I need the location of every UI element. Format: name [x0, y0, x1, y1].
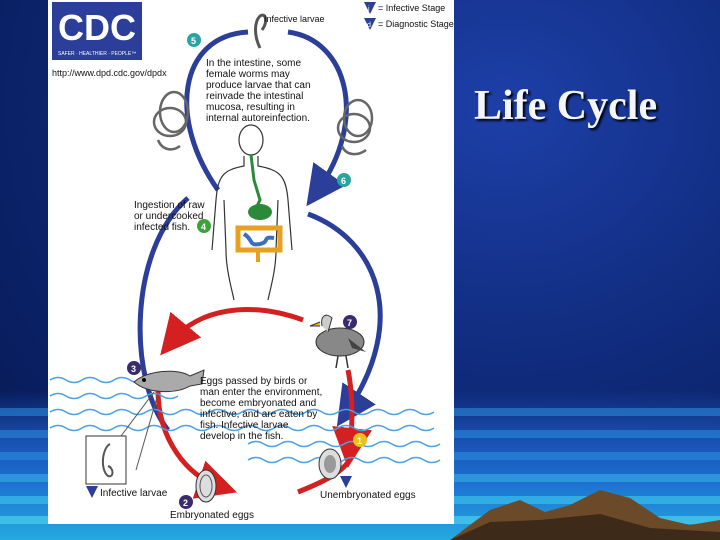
stomach — [248, 204, 272, 220]
ingestion-description: Ingestion of raw or undercooked infected… — [134, 200, 205, 233]
ingestion-text-line: Ingestion of raw — [134, 200, 205, 211]
intestine-text-line: internal autoreinfection. — [206, 113, 310, 124]
label-infective-larvae-top: Infective larvae — [264, 14, 325, 24]
unembryonated-egg — [318, 448, 342, 480]
larvae-inset-box — [85, 435, 127, 485]
label-infective-larvae-bottom: Infective larvae — [100, 488, 168, 499]
intestine-text-line: In the intestine, some — [206, 58, 301, 69]
legend-infective-marker: i — [368, 6, 370, 13]
coiled-worm-right — [336, 98, 374, 156]
label-embryonated-eggs: Embryonated eggs — [170, 510, 254, 521]
blue-arrow-autoinfection-right — [287, 29, 349, 207]
step-marker-7: 7 — [343, 315, 357, 329]
step-marker-1: 1 — [353, 433, 367, 447]
step-marker-6: 6 — [337, 173, 351, 187]
small-intestine — [242, 232, 275, 247]
legend-diagnostic-marker: d — [367, 22, 371, 29]
larvae-inset-worm — [102, 443, 114, 478]
diagram-svg: CDC SAFER · HEALTHIER · PEOPLE™ http://w… — [49, 2, 454, 521]
intestine-text-line: female worms may — [206, 69, 290, 80]
intestine-text-line: reinvade the intestinal — [206, 91, 303, 102]
legend: i = Infective Stage d = Diagnostic Stage — [364, 2, 454, 30]
island-mountain — [450, 490, 720, 540]
eggs-text-line: man enter the environment, — [200, 387, 322, 398]
cdc-url: http://www.dpd.cdc.gov/dpdx — [52, 68, 167, 78]
bird-illustration — [309, 314, 366, 369]
slide-title: Life Cycle — [474, 83, 658, 129]
legend-diagnostic-label: = Diagnostic Stage — [378, 19, 454, 29]
legend-infective-label: = Infective Stage — [378, 3, 445, 13]
blue-arrow-left-loop — [137, 196, 190, 432]
svg-text:4: 4 — [201, 222, 206, 232]
svg-text:3: 3 — [131, 364, 136, 374]
svg-text:5: 5 — [191, 36, 196, 46]
intestine-text-line: produce larvae that can — [206, 80, 311, 91]
blue-arrow-autoinfection-left — [184, 29, 249, 192]
cdc-logo-tagline: SAFER · HEALTHIER · PEOPLE™ — [58, 51, 136, 57]
water-waves — [49, 376, 441, 464]
eggs-text-line: fish. Infective larvae — [200, 420, 289, 431]
ingestion-text-line: or undercooked — [134, 211, 204, 222]
blue-arrow-right-loop — [307, 211, 383, 427]
cdc-logo: CDC SAFER · HEALTHIER · PEOPLE™ — [52, 2, 142, 60]
eggs-text-line: become embryonated and — [200, 398, 316, 409]
large-intestine — [235, 225, 283, 253]
eggs-description: Eggs passed by birds or man enter the en… — [200, 376, 322, 442]
human-body-outline — [211, 124, 293, 301]
fish-illustration — [133, 369, 205, 392]
life-cycle-diagram: CDC SAFER · HEALTHIER · PEOPLE™ http://w… — [48, 0, 454, 524]
svg-text:7: 7 — [347, 318, 352, 328]
eggs-text-line: develop in the fish. — [200, 431, 283, 442]
fish-larvae-pointer — [117, 391, 159, 471]
infective-larvae-worm-top — [254, 13, 268, 49]
coiled-worm-left — [152, 90, 190, 151]
step-marker-3: 3 — [127, 361, 141, 375]
red-arrow-right — [332, 369, 373, 468]
intestine-text-line: mucosa, resulting in — [206, 102, 295, 113]
step-marker-2: 2 — [179, 495, 193, 509]
svg-text:6: 6 — [341, 176, 346, 186]
embryonated-egg — [195, 469, 217, 503]
cdc-logo-text: CDC — [58, 7, 136, 48]
step-marker-4: 4 — [197, 219, 211, 233]
red-arrow-top — [160, 307, 304, 356]
step-marker-5: 5 — [187, 33, 201, 47]
infective-stage-marker — [86, 486, 98, 498]
svg-text:1: 1 — [357, 436, 362, 446]
diagnostic-stage-marker — [340, 476, 352, 488]
eggs-text-line: infective, and are eaten by — [200, 409, 317, 420]
label-unembryonated-eggs: Unembryonated eggs — [320, 490, 416, 501]
intestine-description: In the intestine, some female worms may … — [206, 58, 311, 124]
ingestion-text-line: infected fish. — [134, 222, 190, 233]
svg-text:2: 2 — [183, 498, 188, 508]
eggs-text-line: Eggs passed by birds or — [200, 376, 308, 387]
